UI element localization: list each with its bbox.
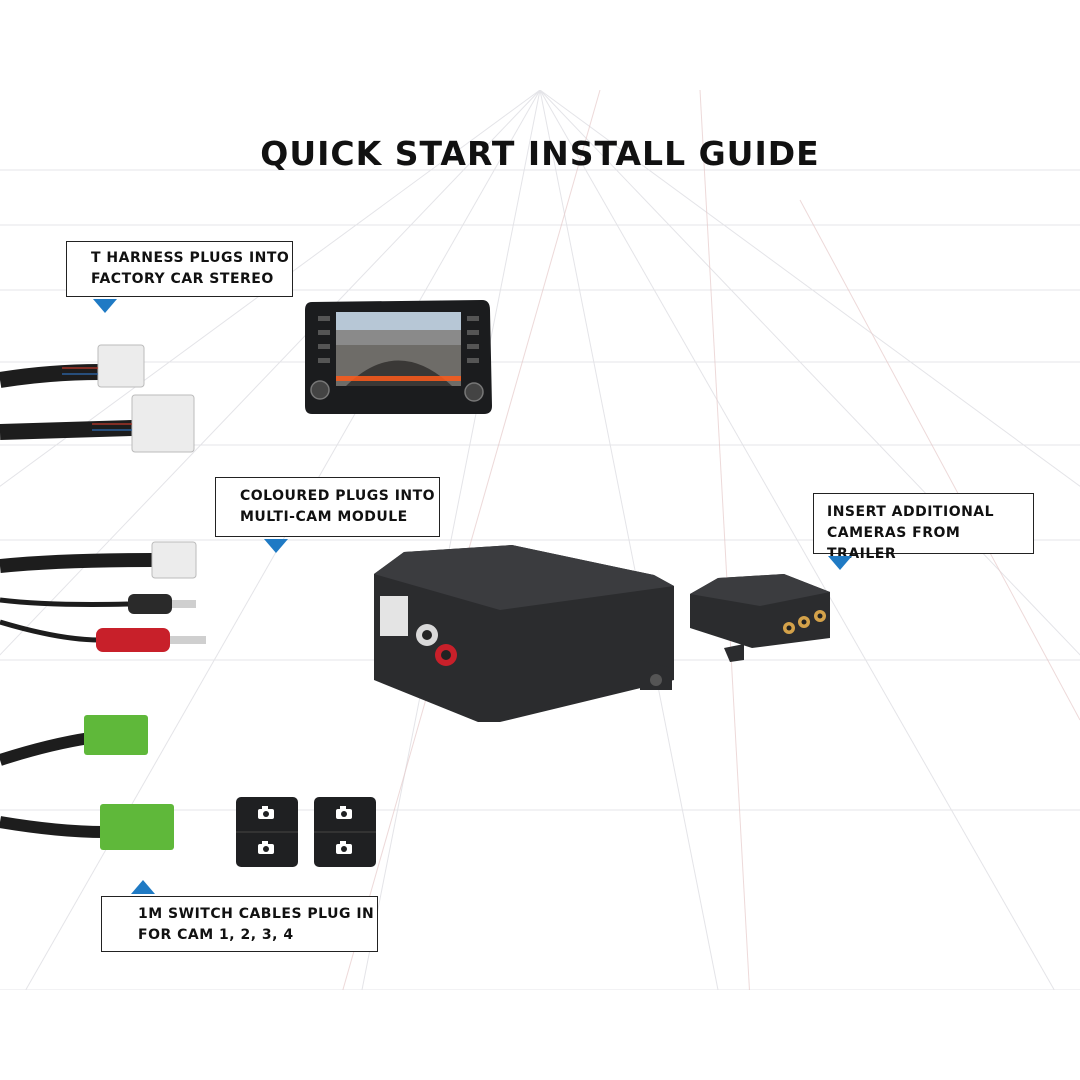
callout-t-harness: T Harness plugs into factory car stereo <box>66 241 293 297</box>
arrow-down-icon <box>264 539 288 553</box>
switch-cables <box>0 715 174 850</box>
camera-icon <box>258 841 274 854</box>
callout-text: 1m switch cables plug in <box>138 906 375 922</box>
trailer-camera-module <box>690 574 830 662</box>
factory-stereo-screen <box>305 300 492 414</box>
callout-text: for cam 1, 2, 3, 4 <box>138 927 294 943</box>
callout-text: factory car stereo <box>91 271 274 287</box>
callout-text: cameras from trailer <box>827 525 961 562</box>
arrow-down-icon <box>93 299 117 313</box>
callout-additional-cameras: Insert additional cameras from trailer <box>813 493 1034 562</box>
camera-switches <box>236 797 376 867</box>
t-harness <box>0 344 195 453</box>
camera-icon <box>336 841 352 854</box>
coloured-plugs <box>0 541 206 652</box>
arrow-up-icon <box>131 880 155 894</box>
multi-cam-module <box>374 545 674 722</box>
callout-text: Coloured plugs into <box>240 488 436 504</box>
page-title: Quick Start Install Guide <box>260 134 820 173</box>
callout-coloured-plugs: Coloured plugs into multi-cam module <box>215 477 440 537</box>
callout-switch-cables: 1m switch cables plug in for cam 1, 2, 3… <box>101 896 378 952</box>
callout-text: Insert additional <box>827 504 995 520</box>
camera-icon <box>258 806 274 819</box>
camera-icon <box>336 806 352 819</box>
callout-text: T Harness plugs into <box>91 250 290 266</box>
arrow-down-icon <box>828 556 852 570</box>
callout-text: multi-cam module <box>240 509 408 525</box>
